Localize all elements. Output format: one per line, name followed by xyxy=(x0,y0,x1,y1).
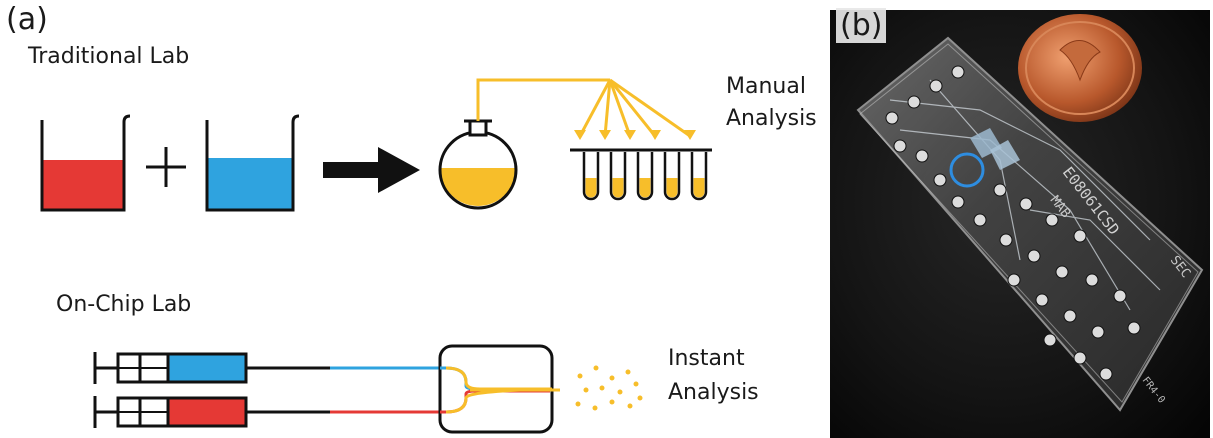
manual-analysis-line1: Manual xyxy=(726,74,806,99)
panel-a-label: (a) xyxy=(6,2,48,37)
instant-analysis-line1: Instant xyxy=(668,346,745,371)
red-syringe xyxy=(93,396,440,428)
panel-a-diagram xyxy=(40,78,712,434)
test-tube-rack xyxy=(570,148,712,201)
penny-coin xyxy=(1018,14,1142,122)
traditional-lab-title: Traditional Lab xyxy=(28,44,190,69)
blue-syringe xyxy=(93,352,440,384)
right-arrow xyxy=(323,147,420,193)
blue-beaker xyxy=(205,114,300,212)
glass-chip xyxy=(856,36,1204,412)
instant-analysis-line2: Analysis xyxy=(668,380,759,405)
panel-b-label: (b) xyxy=(836,8,887,43)
plus-symbol xyxy=(146,147,186,187)
manual-analysis-line2: Analysis xyxy=(726,106,817,131)
microfluidic-chip xyxy=(438,344,560,434)
panel-b-chip-photo: E08061CSD MAB SEC FR4-0 xyxy=(830,10,1210,438)
round-flask xyxy=(438,119,518,210)
onchip-lab-title: On-Chip Lab xyxy=(56,292,192,317)
product-dots xyxy=(575,365,643,411)
distribution-lines xyxy=(476,78,696,140)
red-beaker xyxy=(40,114,131,212)
